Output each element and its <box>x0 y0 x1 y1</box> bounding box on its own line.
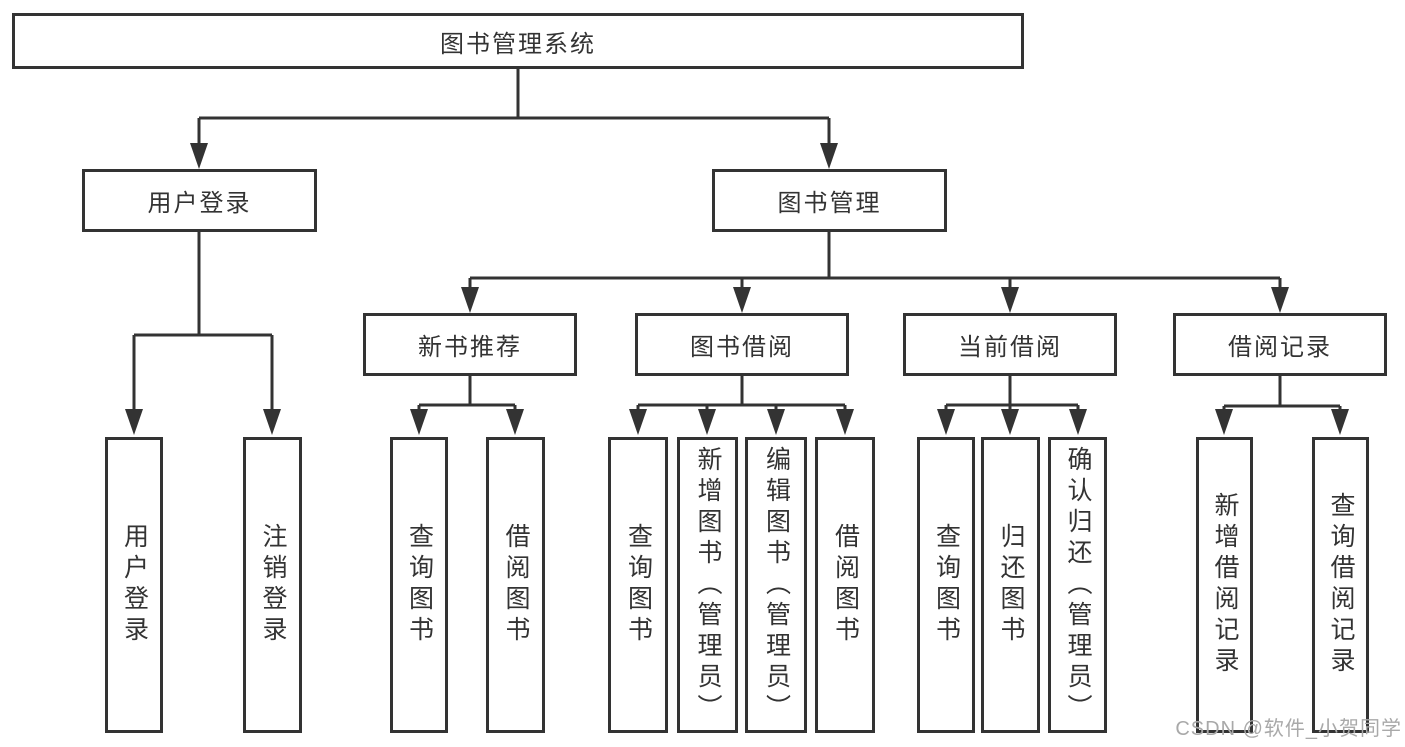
leaf-query-book-2-label: 查询图书 <box>624 523 653 647</box>
leaf-confirm-return-admin-label: 确认归还（管理员） <box>1064 445 1092 725</box>
node-borrow-record-label: 借阅记录 <box>1228 334 1332 361</box>
node-user-login-label: 用户登录 <box>147 190 252 217</box>
leaf-return-book-label: 归还图书 <box>997 523 1025 647</box>
node-root-label: 图书管理系统 <box>440 30 596 58</box>
node-book-borrow: 图书借阅 <box>635 313 849 376</box>
leaf-logout-label: 注销登录 <box>259 523 287 647</box>
leaf-user-login-label: 用户登录 <box>120 523 149 647</box>
node-book-management: 图书管理 <box>712 169 947 232</box>
leaf-query-book-1-label: 查询图书 <box>405 523 434 647</box>
leaf-borrow-book-1: 借阅图书 <box>486 437 545 733</box>
leaf-edit-book-admin-label: 编辑图书（管理员） <box>762 445 791 725</box>
node-current-borrow-label: 当前借阅 <box>958 334 1062 361</box>
leaf-query-borrow-record-label: 查询借阅记录 <box>1327 492 1355 678</box>
leaf-borrow-book-1-label: 借阅图书 <box>502 523 530 647</box>
leaf-logout: 注销登录 <box>243 437 302 733</box>
node-new-book-recommend-label: 新书推荐 <box>418 334 522 361</box>
leaf-query-borrow-record: 查询借阅记录 <box>1312 437 1369 733</box>
leaf-add-book-admin: 新增图书（管理员） <box>677 437 738 733</box>
node-book-borrow-label: 图书借阅 <box>690 334 794 361</box>
arrowheads <box>125 143 1349 435</box>
leaf-add-borrow-record: 新增借阅记录 <box>1196 437 1253 733</box>
node-root: 图书管理系统 <box>12 13 1024 69</box>
leaf-confirm-return-admin: 确认归还（管理员） <box>1048 437 1107 733</box>
node-new-book-recommend: 新书推荐 <box>363 313 577 376</box>
leaf-add-borrow-record-label: 新增借阅记录 <box>1211 492 1239 678</box>
leaf-query-book-3: 查询图书 <box>917 437 975 733</box>
watermark: CSDN @软件_小贺同学 <box>1175 718 1402 740</box>
leaf-add-book-admin-label: 新增图书（管理员） <box>694 445 722 725</box>
leaf-borrow-book-2-label: 借阅图书 <box>831 523 860 647</box>
node-user-login: 用户登录 <box>82 169 317 232</box>
leaf-user-login: 用户登录 <box>105 437 163 733</box>
leaf-query-book-3-label: 查询图书 <box>932 523 961 647</box>
leaf-borrow-book-2: 借阅图书 <box>815 437 875 733</box>
node-current-borrow: 当前借阅 <box>903 313 1117 376</box>
node-borrow-record: 借阅记录 <box>1173 313 1387 376</box>
leaf-query-book-1: 查询图书 <box>390 437 448 733</box>
leaf-return-book: 归还图书 <box>981 437 1040 733</box>
leaf-edit-book-admin: 编辑图书（管理员） <box>745 437 807 733</box>
node-book-management-label: 图书管理 <box>777 190 882 217</box>
leaf-query-book-2: 查询图书 <box>608 437 668 733</box>
